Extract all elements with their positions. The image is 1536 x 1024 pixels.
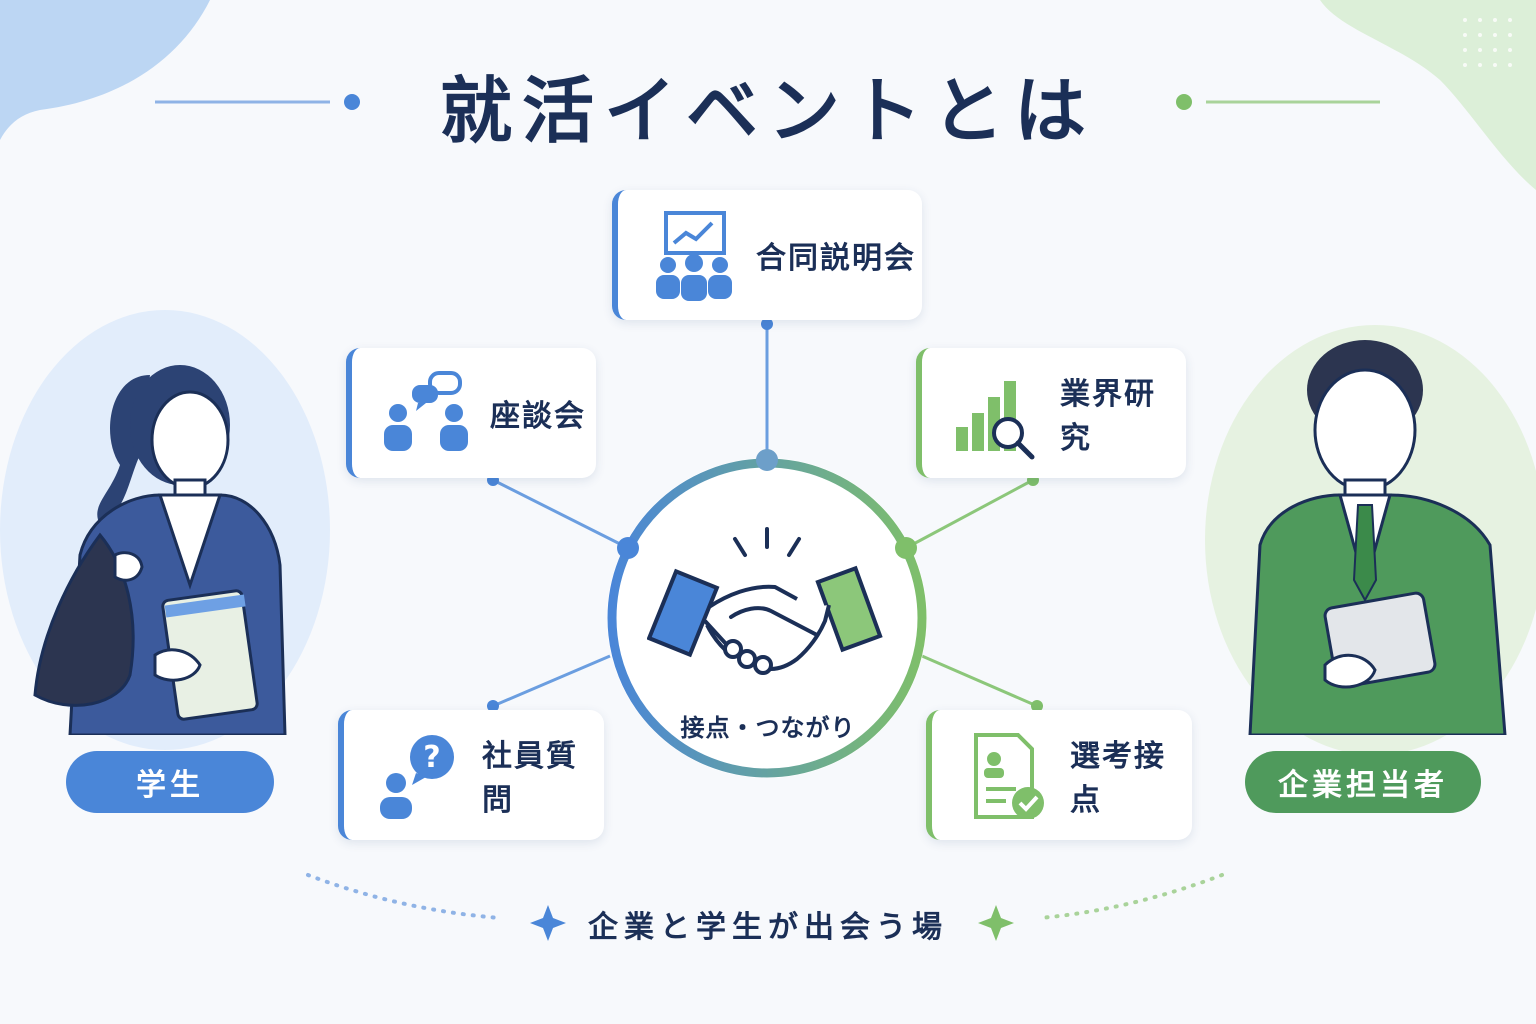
card-roundtable: 座談会: [346, 348, 596, 478]
document-check-icon: [974, 733, 1044, 819]
tagline: 企業と学生が出会う場: [588, 910, 948, 945]
company-rep-illustration: [1248, 340, 1507, 735]
discussion-group-icon: [384, 371, 468, 451]
center-label: 接点・つながり: [680, 714, 856, 742]
student-illustration: [33, 365, 287, 735]
handshake-icon: [647, 527, 883, 675]
card-industry-research: 業界研究: [916, 348, 1186, 478]
card-label: 合同説明会: [756, 241, 916, 276]
role-badge-student: 学生: [66, 751, 274, 813]
page-title: 就活イベントとは: [439, 69, 1096, 153]
card-label: 社員質問: [482, 739, 578, 818]
card-selection-contact: 選考接点: [926, 710, 1192, 840]
presentation-audience-icon: [656, 211, 732, 301]
role-badge-company: 企業担当者: [1245, 751, 1481, 813]
card-label: 業界研究: [1060, 377, 1156, 456]
bar-chart-magnifier-icon: [956, 381, 1035, 460]
card-employee-questions: ? 社員質問: [338, 710, 604, 840]
card-label: 座談会: [490, 399, 586, 434]
svg-text:?: ?: [423, 740, 440, 775]
person-question-icon: ?: [380, 735, 454, 819]
card-label: 選考接点: [1070, 739, 1166, 818]
card-joint-briefing: 合同説明会: [612, 190, 922, 320]
